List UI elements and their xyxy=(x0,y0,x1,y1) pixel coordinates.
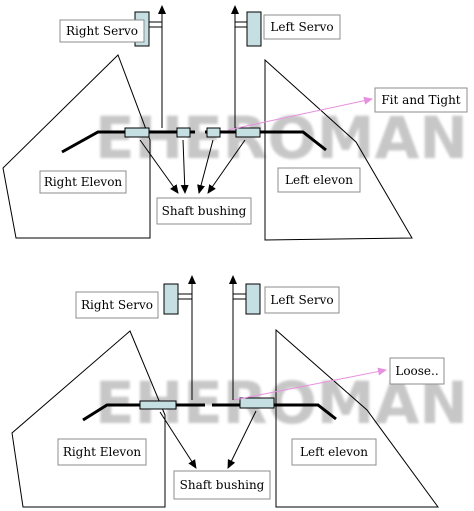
shaft-bushing xyxy=(235,127,261,138)
right-servo-label: Right Servo xyxy=(59,19,145,43)
bushing-arrow xyxy=(159,411,197,469)
svg-text:Left elevon: Left elevon xyxy=(300,445,368,459)
left-servo-label: Left Servo xyxy=(264,286,340,314)
svg-text:Right Elevon: Right Elevon xyxy=(44,175,123,189)
bushing-arrow xyxy=(227,410,257,469)
right-servo-icon xyxy=(163,283,192,315)
svg-text:Right Servo: Right Servo xyxy=(81,298,153,312)
bushing-arrow xyxy=(197,139,214,194)
left-elevon-label: Left elevon xyxy=(291,438,377,466)
svg-text:Shaft bushing: Shaft bushing xyxy=(162,204,247,218)
loose-label: Loose.. xyxy=(389,357,445,385)
svg-text:Right Elevon: Right Elevon xyxy=(63,445,142,459)
svg-text:Left Servo: Left Servo xyxy=(270,20,333,34)
shaft-bushing xyxy=(124,127,150,138)
shaft-bushing xyxy=(176,127,191,138)
left-elevon-wing xyxy=(275,328,439,508)
fit-and-tight-label: Fit and Tight xyxy=(374,87,468,113)
left-servo-icon xyxy=(233,283,261,315)
right-elevon-label: Right Elevon xyxy=(57,438,147,466)
panel-fit-and-tight: EHEROMAN xyxy=(2,5,468,241)
callout-arrow xyxy=(227,96,373,131)
right-elevon-label: Right Elevon xyxy=(39,170,127,194)
svg-text:Left elevon: Left elevon xyxy=(285,173,353,187)
left-servo-icon xyxy=(235,11,262,47)
svg-text:Shaft bushing: Shaft bushing xyxy=(180,478,265,492)
callout-arrow xyxy=(233,367,387,401)
right-servo-label: Right Servo xyxy=(75,291,159,319)
bushing-arrow xyxy=(139,139,179,194)
right-torque-rod xyxy=(61,130,195,154)
svg-text:Fit and Tight: Fit and Tight xyxy=(381,93,460,107)
left-servo-label: Left Servo xyxy=(263,14,341,40)
left-elevon-label: Left elevon xyxy=(277,167,361,193)
svg-text:Left Servo: Left Servo xyxy=(270,293,333,307)
panel-loose: EHEROMAN Right Servo Left Ser xyxy=(11,275,468,508)
svg-text:Right Servo: Right Servo xyxy=(66,24,138,38)
left-elevon-wing xyxy=(264,58,413,241)
shaft-bushing xyxy=(206,127,221,138)
shaft-bushing-label: Shaft bushing xyxy=(156,197,252,225)
shaft-bushing xyxy=(239,397,275,409)
bushing-arrow xyxy=(207,139,246,194)
shaft-bushing xyxy=(139,400,177,410)
right-elevon-wing xyxy=(2,54,151,239)
svg-text:Loose..: Loose.. xyxy=(395,364,438,378)
watermark-text: EHEROMAN xyxy=(95,104,468,172)
bushing-arrow xyxy=(180,139,189,194)
shaft-bushing-label: Shaft bushing xyxy=(173,470,271,500)
